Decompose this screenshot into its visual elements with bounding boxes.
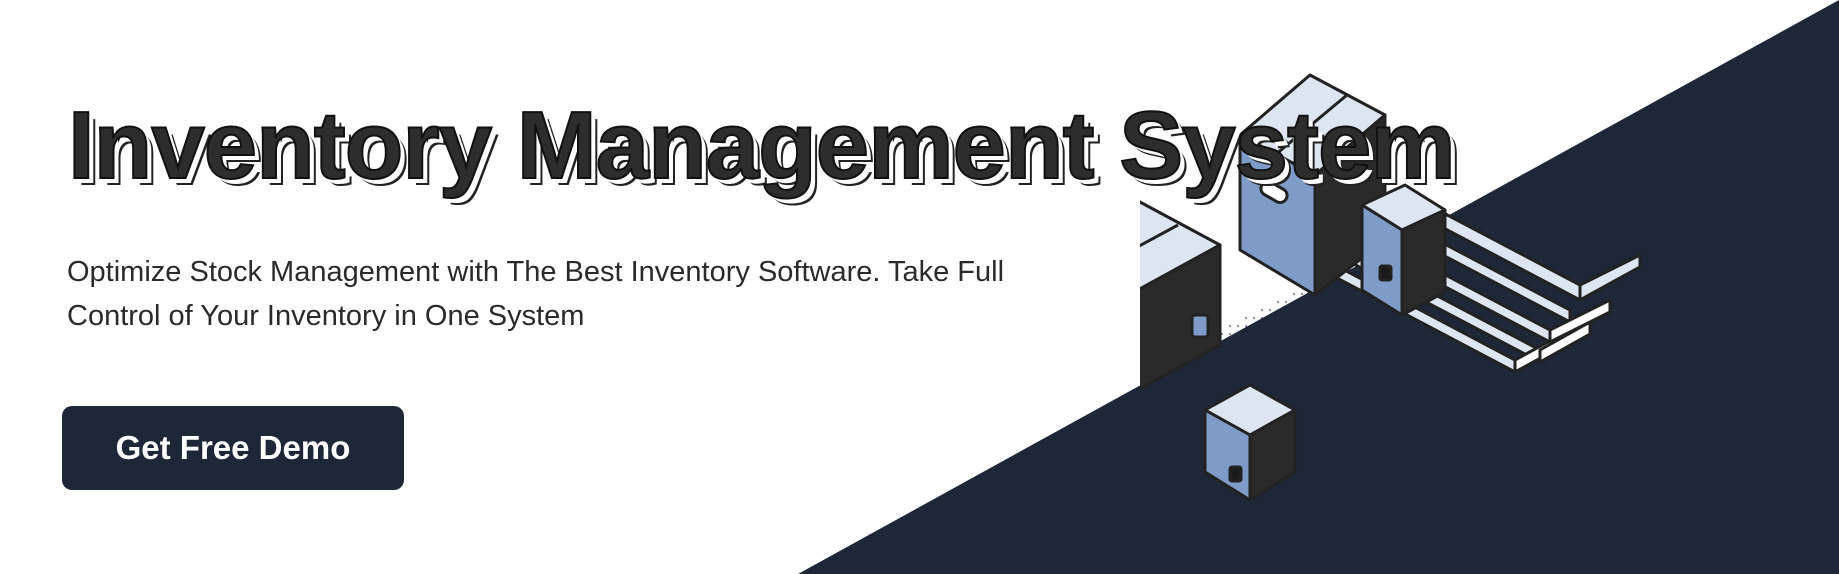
medium-box-right [1360, 183, 1447, 317]
page-title: Inventory Management System [67, 92, 1457, 199]
boxes-pallet-illustration [1140, 73, 1740, 502]
box-mid-left [1140, 200, 1222, 391]
hero-subtitle: Optimize Stock Management with The Best … [67, 256, 1005, 332]
get-free-demo-button[interactable]: Get Free Demo [62, 406, 404, 490]
small-box-bottom [1203, 383, 1297, 502]
